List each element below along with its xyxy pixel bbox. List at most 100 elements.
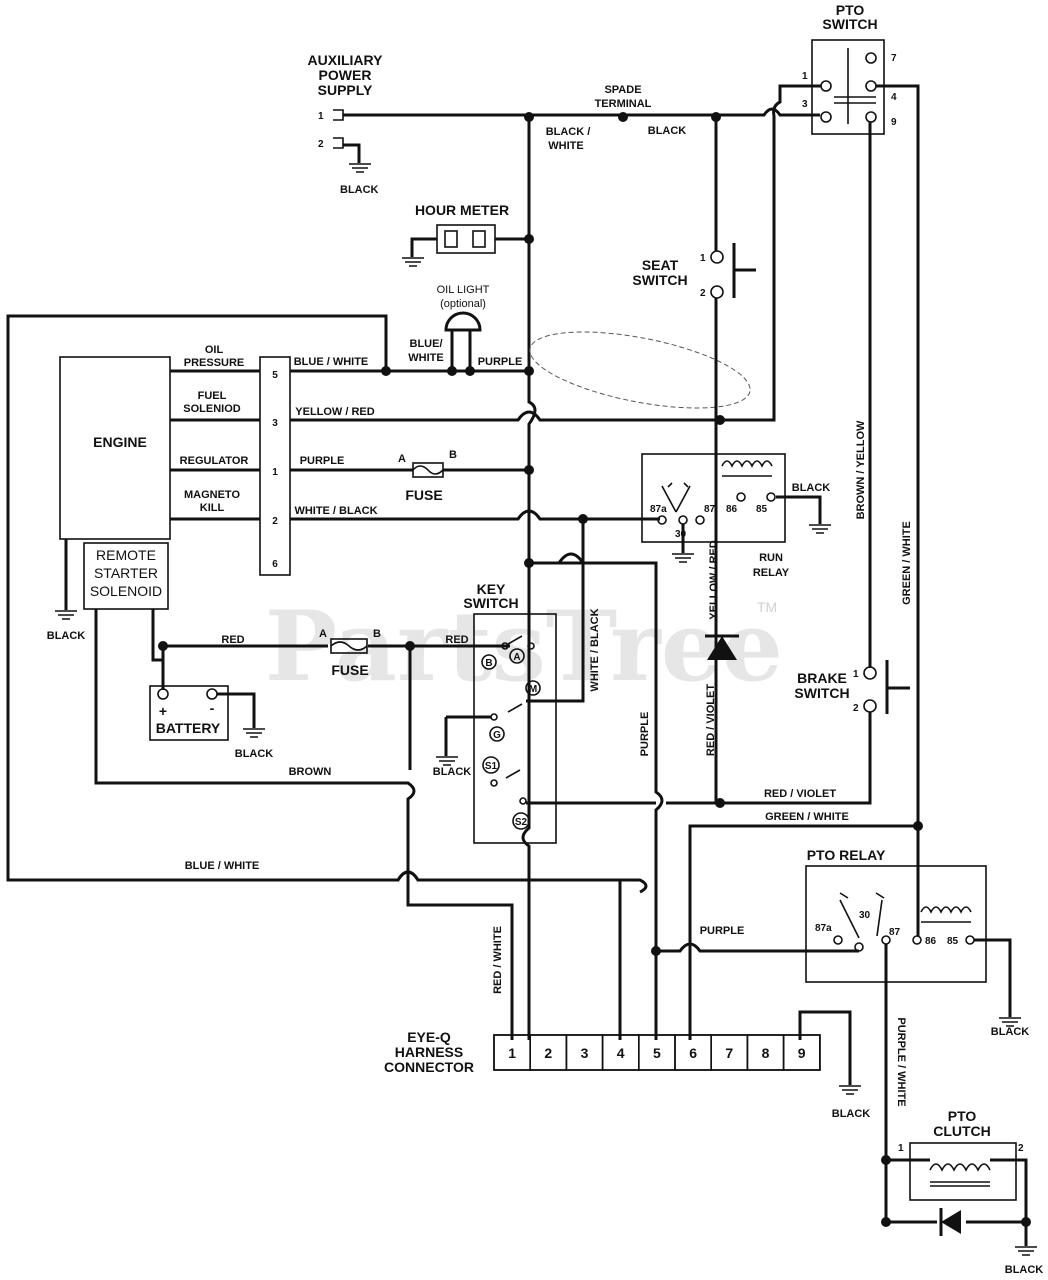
pto-switch-pin-3: 3: [802, 99, 808, 110]
brake-switch-title-1: BRAKE: [797, 670, 847, 686]
wire-blue-white-loop: BLUE / WHITE: [185, 860, 260, 872]
terminal-fuel-2: SOLENIOD: [183, 403, 241, 415]
pto-switch-pin-7: 7: [891, 53, 897, 64]
blue-white-split-1: BLUE/: [410, 338, 443, 350]
run-relay-ground-label: BLACK: [792, 482, 831, 494]
starter-label-2: STARTER: [94, 565, 158, 581]
terminal-pin-5: 5: [272, 370, 278, 381]
aux-title-3: SUPPLY: [318, 82, 373, 98]
aux-pin-2: 2: [318, 139, 324, 150]
terminal-pin-3: 3: [272, 418, 278, 429]
seat-pin-2: 2: [700, 288, 706, 299]
fuse2-title: FUSE: [331, 662, 368, 678]
fuse1-title: FUSE: [405, 487, 442, 503]
run-relay-label-1: RUN: [759, 552, 783, 564]
pto-clutch-pin-2: 2: [1018, 1143, 1024, 1154]
pto-relay: PTO RELAY 87a 30 87 86 85: [805, 847, 987, 983]
harness-pin-9: 9: [798, 1045, 806, 1061]
harness-pin-7: 7: [725, 1045, 733, 1061]
key-terminal-g: G: [493, 730, 501, 741]
brake-switch-title-2: SWITCH: [794, 685, 849, 701]
fuse1-b: B: [449, 449, 457, 461]
harness-label-1: EYE-Q: [407, 1029, 451, 1045]
wire-red-violet-v: RED / VIOLET: [705, 684, 717, 756]
pto-clutch-ground-label: BLACK: [1005, 1264, 1044, 1276]
wire-green-white-h: GREEN / WHITE: [765, 811, 849, 823]
wire-purple-reg: PURPLE: [300, 455, 345, 467]
brake-pin-2: 2: [853, 703, 859, 714]
wire-yellow-red: YELLOW / RED: [295, 406, 375, 418]
run-relay-pin-87a: 87a: [650, 504, 667, 515]
brake-switch: BRAKE SWITCH 1 2: [794, 660, 910, 714]
battery-plus: +: [159, 703, 167, 719]
terminal-pin-2: 2: [272, 516, 278, 527]
terminal-pin-1: 1: [272, 467, 278, 478]
engine-terminals: OIL PRESSURE 5 BLUE / WHITE FUEL SOLENIO…: [170, 344, 720, 570]
pto-clutch-title-1: PTO: [948, 1108, 977, 1124]
watermark: PartsTree: [265, 590, 783, 703]
fuse1-a: A: [398, 453, 406, 465]
terminal-oil-2: PRESSURE: [184, 357, 245, 369]
terminal-magneto-2: KILL: [200, 502, 225, 514]
key-switch: KEY SWITCH B A M G S1 S2: [463, 581, 557, 844]
terminal-magneto-1: MAGNETO: [184, 489, 240, 501]
wire-red-2: RED: [445, 634, 468, 646]
pto-relay-pin-86: 86: [925, 936, 937, 947]
pto-relay-title: PTO RELAY: [807, 847, 886, 863]
wire-purple-v: PURPLE: [639, 712, 651, 757]
harness-ground-label: BLACK: [832, 1108, 871, 1120]
harness-pin-5: 5: [653, 1045, 661, 1061]
auxiliary-power-supply: AUXILIARY POWER SUPPLY 1 2 BLACK: [308, 52, 384, 196]
oil-light-note: (optional): [440, 298, 486, 310]
terminal-oil-1: OIL: [205, 344, 224, 356]
harness-pin-1: 1: [508, 1045, 516, 1061]
purple-label-oil: PURPLE: [478, 356, 523, 368]
seat-pin-1: 1: [700, 253, 706, 264]
fuse-main: A B FUSE: [319, 628, 381, 678]
run-relay-label-2: RELAY: [753, 567, 790, 579]
aux-pin-1: 1: [318, 111, 324, 122]
engine-title: ENGINE: [93, 434, 147, 450]
black-white-label-1: BLACK /: [546, 126, 591, 138]
pto-switch-pin-9: 9: [891, 117, 897, 128]
run-relay: 87a 30 87 86 85 RUN RELAY: [641, 453, 790, 579]
key-switch-title-1: KEY: [477, 581, 506, 597]
wire-brown: BROWN: [289, 766, 332, 778]
pto-clutch-title-2: CLUTCH: [933, 1123, 991, 1139]
harness-pin-6: 6: [689, 1045, 697, 1061]
engine: ENGINE: [59, 356, 291, 576]
seat-switch-title-1: SEAT: [642, 257, 679, 273]
fuse2-b: B: [373, 628, 381, 640]
seat-switch-title-2: SWITCH: [632, 272, 687, 288]
fuse-regulator: A B FUSE: [398, 449, 457, 503]
wire-red-1: RED: [221, 634, 244, 646]
pto-switch-pin-4: 4: [891, 92, 897, 103]
run-relay-pin-85: 85: [756, 504, 768, 515]
terminal-regulator: REGULATOR: [180, 455, 249, 467]
harness-pin-8: 8: [762, 1045, 770, 1061]
aux-ground-label: BLACK: [340, 184, 379, 196]
watermark-tm: TM: [757, 599, 777, 615]
pto-switch-title-2: SWITCH: [822, 16, 877, 32]
run-relay-pin-87: 87: [704, 504, 716, 515]
harness-pin-3: 3: [581, 1045, 589, 1061]
wire-brown-yellow: BROWN / YELLOW: [855, 420, 867, 519]
hour-meter: HOUR METER: [402, 202, 534, 267]
pto-relay-ground-label: BLACK: [991, 1026, 1030, 1038]
oil-light: OIL LIGHT (optional): [437, 284, 490, 371]
pto-relay-pin-87a: 87a: [815, 923, 832, 934]
wire-white-black: WHITE / BLACK: [294, 505, 377, 517]
harness-pin-cell: [782, 1034, 821, 1071]
pto-relay-pin-30: 30: [859, 910, 871, 921]
wire-green-white-v: GREEN / WHITE: [901, 521, 913, 605]
aux-title-1: AUXILIARY: [308, 52, 384, 68]
key-terminal-s2: S2: [515, 817, 528, 828]
wire-yellow-red-v: YELLOW / RED: [708, 540, 720, 620]
brake-pin-1: 1: [853, 669, 859, 680]
pto-relay-pin-87: 87: [889, 927, 901, 938]
hour-meter-title: HOUR METER: [415, 202, 509, 218]
battery: + - BATTERY: [149, 685, 229, 741]
wire-purple-pto: PURPLE: [700, 925, 745, 937]
key-terminal-b: B: [485, 658, 492, 669]
